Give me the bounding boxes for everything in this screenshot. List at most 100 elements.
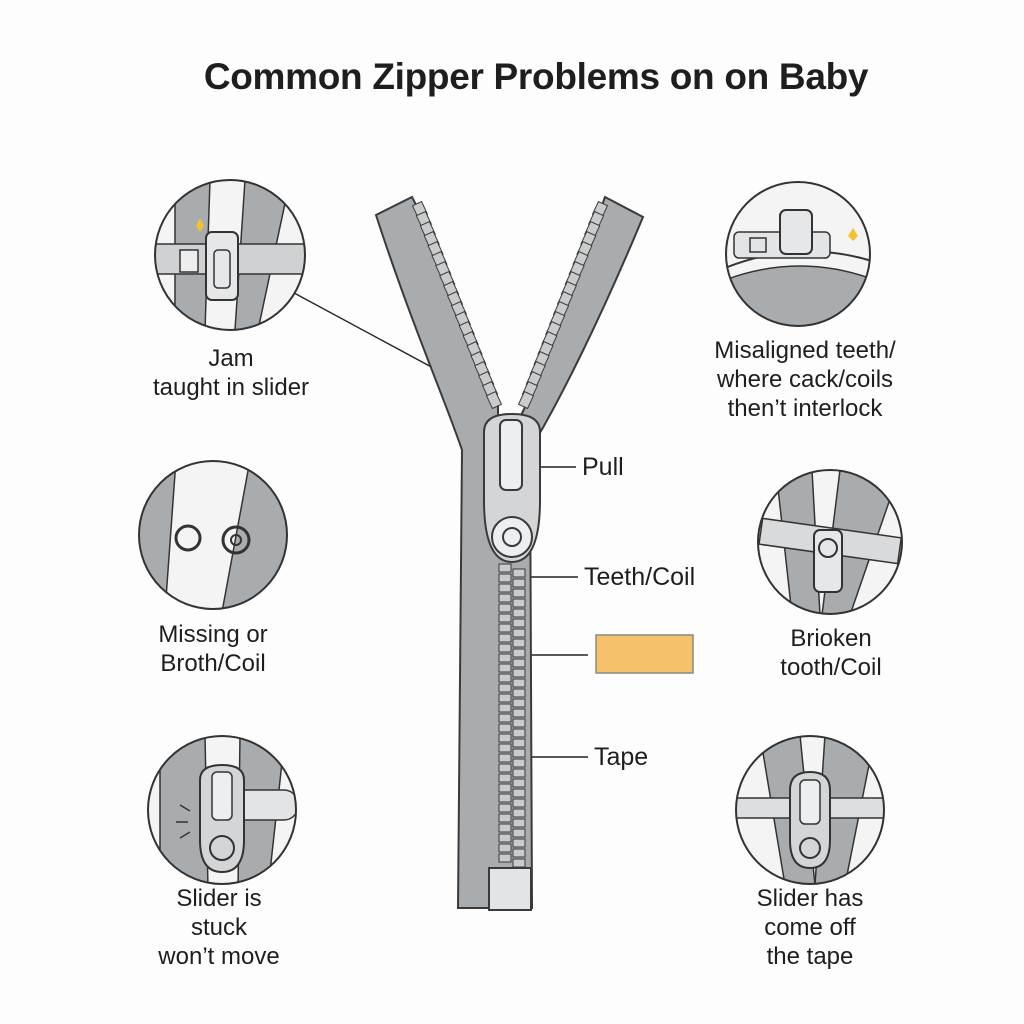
- caption-line: taught in slider: [152, 374, 310, 401]
- zipper-tooth: [498, 813, 512, 823]
- zipper-tooth: [512, 628, 526, 638]
- caption-broken: Brioken tooth/Coil: [716, 624, 946, 682]
- stuck-slider-icon: [147, 735, 297, 885]
- zipper-tooth: [512, 728, 526, 738]
- zipper-tooth: [512, 828, 526, 838]
- zipper-tooth: [498, 613, 512, 623]
- zipper-tooth: [512, 668, 526, 678]
- caption-line: Brioken: [790, 625, 872, 652]
- zipper-tooth: [498, 623, 512, 633]
- right-teeth-row: [517, 200, 609, 410]
- zipper-tooth: [512, 738, 526, 748]
- zipper-bottom-stop: [488, 867, 532, 911]
- zipper-tooth: [498, 673, 512, 683]
- zipper-tooth: [498, 823, 512, 833]
- zipper-tooth: [498, 783, 512, 793]
- zipper-tooth: [512, 848, 526, 858]
- caption-line: Slider has: [756, 885, 864, 912]
- color-swatch: [595, 634, 694, 674]
- misaligned-teeth-icon: [725, 181, 871, 327]
- zipper-tooth: [512, 578, 526, 588]
- caption-line: come off: [764, 914, 856, 941]
- caption-jam: Jam taught in slider: [116, 344, 346, 402]
- zipper-tooth: [512, 838, 526, 848]
- zipper-tooth: [498, 733, 512, 743]
- zipper-tooth: [498, 713, 512, 723]
- zipper-tooth: [498, 763, 512, 773]
- caption-off-tape: Slider has come off the tape: [695, 884, 925, 971]
- zipper-tooth: [512, 688, 526, 698]
- zipper-tooth: [498, 653, 512, 663]
- zipper-tooth: [498, 853, 512, 863]
- zipper-slider: [483, 412, 541, 564]
- zipper-tooth: [512, 598, 526, 608]
- zipper-tooth: [498, 703, 512, 713]
- zipper-tooth: [498, 773, 512, 783]
- caption-line: Broth/Coil: [160, 650, 266, 677]
- zipper-tooth: [498, 573, 512, 583]
- label-pull: Pull: [582, 453, 624, 481]
- zipper-tooth: [512, 718, 526, 728]
- zipper-tooth: [498, 563, 512, 573]
- broken-tooth-icon: [757, 469, 903, 615]
- zipper-tooth: [512, 658, 526, 668]
- zipper-tooth: [498, 743, 512, 753]
- zipper-tooth: [512, 648, 526, 658]
- label-teeth-coil: Teeth/Coil: [584, 563, 696, 591]
- zipper-tooth: [512, 858, 526, 868]
- caption-line: stuck: [190, 914, 247, 941]
- zipper-tooth: [512, 768, 526, 778]
- zipper-tooth: [498, 753, 512, 763]
- caption-line: Misaligned teeth/: [714, 337, 896, 364]
- zipper-tooth: [498, 793, 512, 803]
- zipper-tooth: [512, 678, 526, 688]
- zipper-tooth: [498, 603, 512, 613]
- zipper-pull: [499, 419, 523, 491]
- missing-teeth-icon: [138, 460, 288, 610]
- zipper-tooth: [498, 663, 512, 673]
- zipper-tooth: [498, 833, 512, 843]
- caption-misaligned: Misaligned teeth/ where cack/coils then’…: [690, 336, 920, 423]
- zipper-tooth: [498, 593, 512, 603]
- zipper-tooth: [498, 803, 512, 813]
- caption-stuck: Slider is stuck won’t move: [104, 884, 334, 971]
- zipper-tooth: [498, 633, 512, 643]
- caption-missing: Missing or Broth/Coil: [98, 620, 328, 678]
- zipper-tooth: [512, 568, 526, 578]
- zipper-tooth: [512, 588, 526, 598]
- main-zipper: [374, 195, 645, 911]
- zipper-tooth: [512, 758, 526, 768]
- zipper-tooth: [485, 390, 503, 410]
- zipper-tooth: [512, 608, 526, 618]
- caption-line: Slider is: [176, 885, 262, 912]
- slider-off-tape-icon: [735, 735, 885, 885]
- caption-line: won’t move: [158, 943, 280, 970]
- zipper-tooth: [512, 748, 526, 758]
- zipper-tooth: [512, 618, 526, 628]
- zipper-tooth: [512, 778, 526, 788]
- zipper-tooth: [512, 708, 526, 718]
- caption-line: Jam: [208, 345, 254, 372]
- caption-line: the tape: [766, 943, 854, 970]
- zipper-tooth: [512, 818, 526, 828]
- zipper-tooth: [498, 843, 512, 853]
- caption-line: tooth/Coil: [780, 654, 882, 681]
- zipper-tooth: [498, 723, 512, 733]
- caption-line: Missing or: [158, 621, 268, 648]
- center-teeth-column: [498, 563, 526, 868]
- jammed-slider-icon: [154, 179, 306, 331]
- zipper-tooth: [512, 698, 526, 708]
- zipper-tooth: [498, 693, 512, 703]
- zipper-tooth: [512, 808, 526, 818]
- zipper-tooth: [512, 798, 526, 808]
- caption-line: then’t interlock: [727, 395, 883, 422]
- zipper-tooth: [498, 683, 512, 693]
- zipper-tooth: [498, 583, 512, 593]
- zipper-tooth: [517, 390, 535, 410]
- left-teeth-row: [411, 200, 503, 410]
- label-tape: Tape: [594, 743, 649, 771]
- zipper-tooth: [512, 638, 526, 648]
- zipper-tooth: [512, 788, 526, 798]
- caption-line: where cack/coils: [716, 366, 894, 393]
